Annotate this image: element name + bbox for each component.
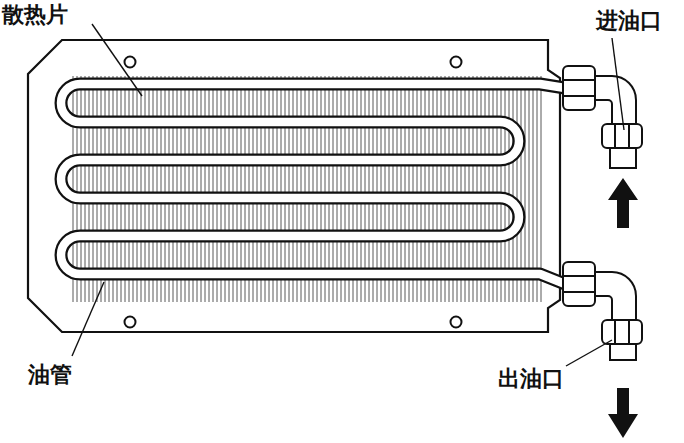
part-label: 进油口 xyxy=(596,8,662,34)
part-label: 出油口 xyxy=(498,366,564,392)
part-label: 散热片 xyxy=(2,2,68,28)
inlet-fitting xyxy=(563,66,642,168)
oil-tube xyxy=(61,84,565,284)
outflow-arrow xyxy=(608,388,638,438)
inflow-arrow xyxy=(608,178,638,228)
leader-lines xyxy=(72,24,624,366)
part-label: 油管 xyxy=(28,362,72,388)
